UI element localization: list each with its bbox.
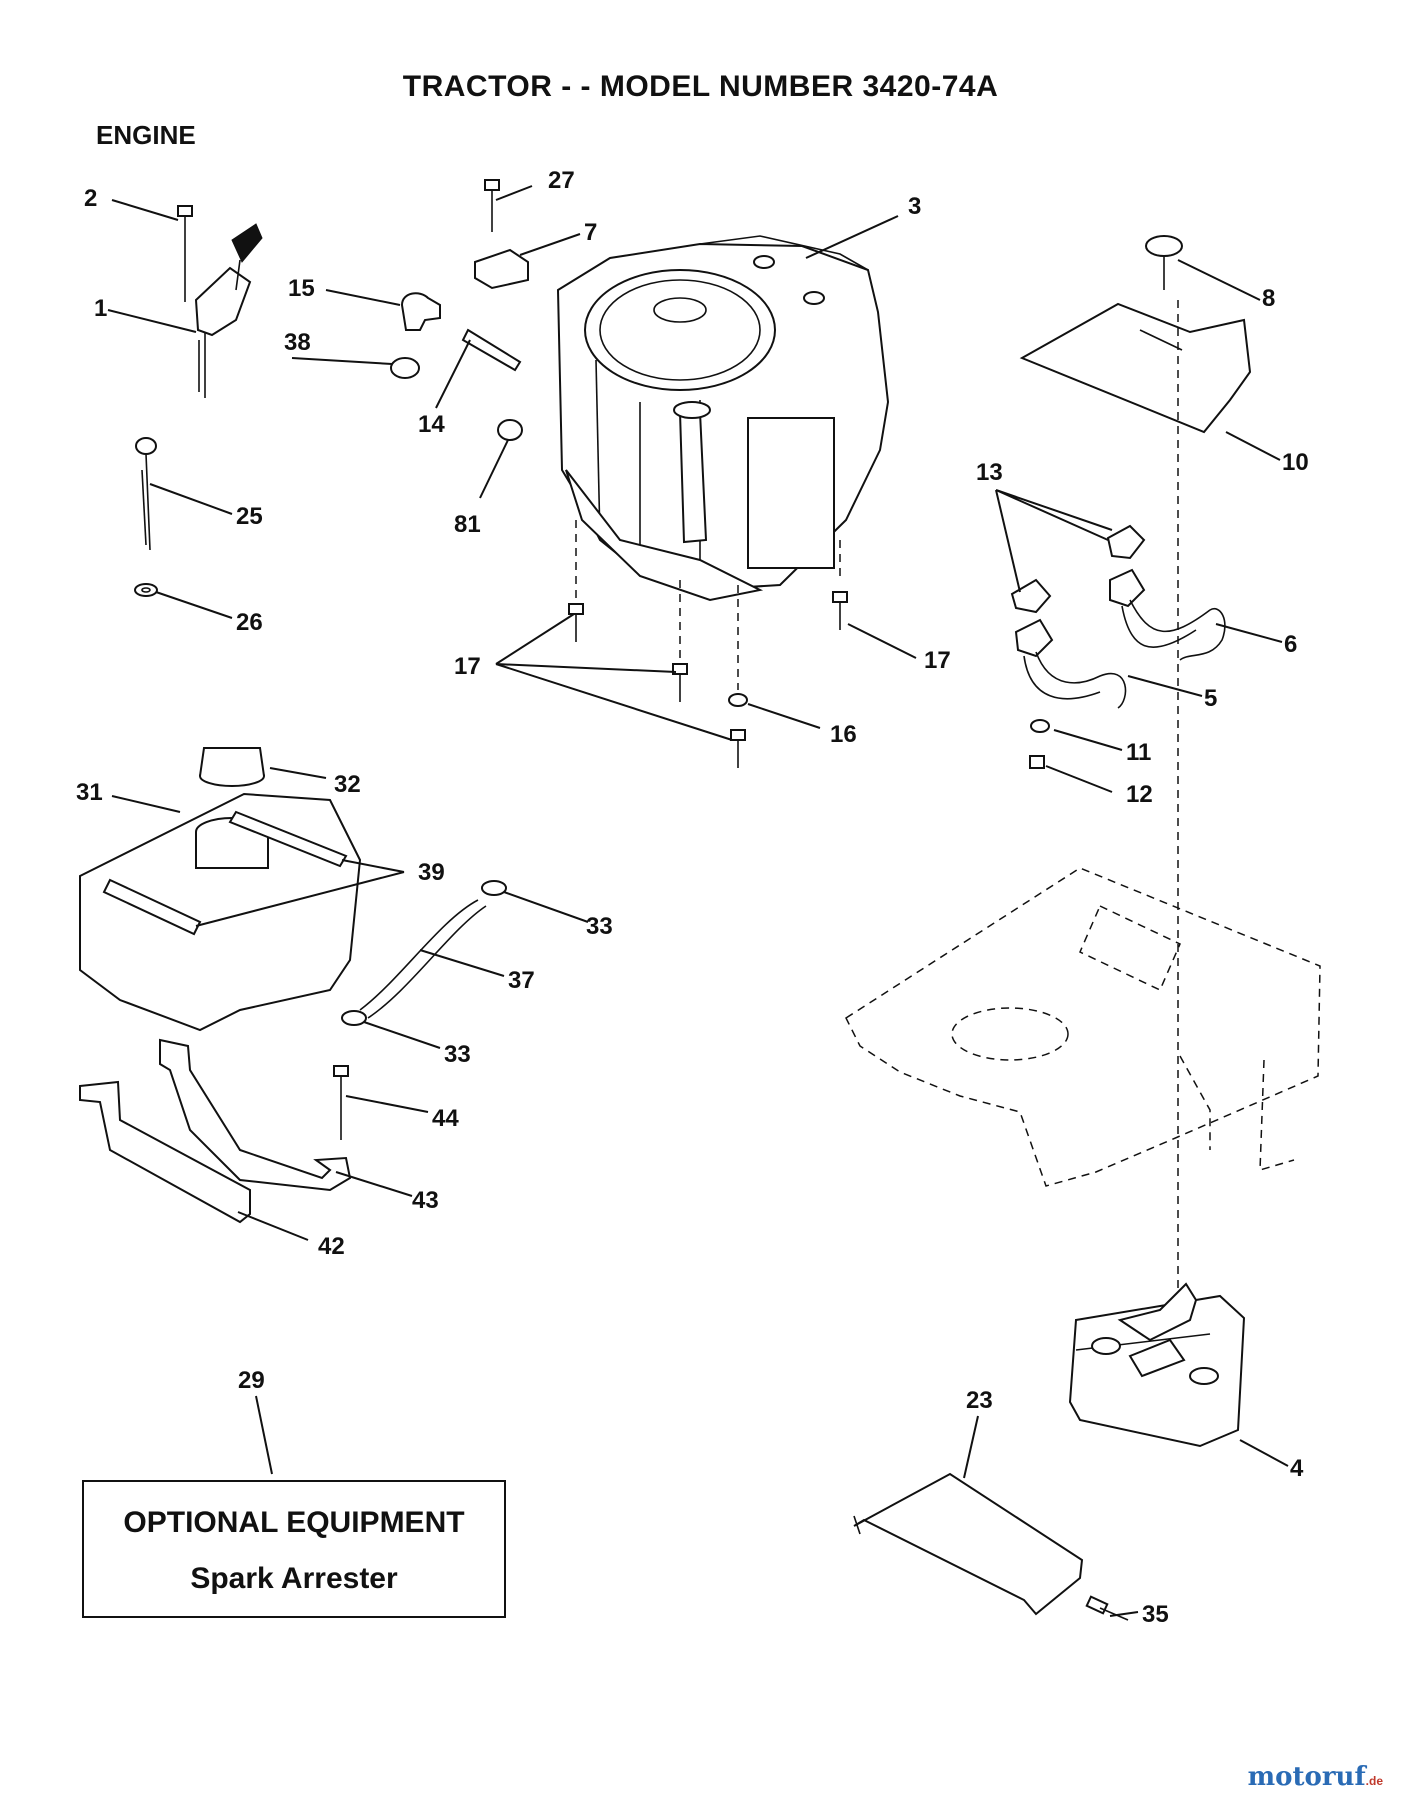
callout-27: 27 (548, 167, 575, 194)
optional-equipment-item: Spark Arrester (190, 1562, 398, 1595)
callout-25: 25 (236, 503, 263, 530)
callout-17a: 17 (924, 647, 951, 674)
section-heading: ENGINE (96, 120, 196, 150)
callout-4: 4 (1290, 1455, 1304, 1482)
callout-38: 38 (284, 329, 311, 356)
callout-3: 3 (908, 193, 921, 220)
heat-shield-part (1019, 235, 1252, 1300)
callout-10: 10 (1282, 449, 1309, 476)
callout-14: 14 (418, 411, 445, 438)
watermark-suffix: .de (1365, 1774, 1383, 1788)
optional-equipment-heading: OPTIONAL EQUIPMENT (123, 1506, 465, 1539)
muffler-guard-part (853, 1472, 1129, 1621)
fuel-fittings-part (390, 179, 529, 441)
muffler-part (1068, 1282, 1246, 1448)
callout-12: 12 (1126, 781, 1153, 808)
callout-11: 11 (1126, 739, 1151, 766)
tank-straps-part (79, 1038, 352, 1224)
diagram-title: TRACTOR - - MODEL NUMBER 3420-74A (402, 70, 999, 103)
callout-23: 23 (966, 1387, 993, 1414)
callout-8: 8 (1262, 285, 1275, 312)
tractor-frame-outline (845, 867, 1321, 1187)
watermark: motoruf.de (1248, 1762, 1383, 1792)
callout-26: 26 (236, 609, 263, 636)
callout-17b: 17 (454, 653, 481, 680)
throttle-control-part (177, 205, 263, 398)
callout-44: 44 (432, 1105, 459, 1132)
callout-29: 29 (238, 1367, 265, 1394)
callout-31: 31 (76, 779, 103, 806)
dipstick-part (134, 437, 158, 597)
callout-32: 32 (334, 771, 361, 798)
callout-13: 13 (976, 459, 1003, 486)
callout-37: 37 (508, 967, 535, 994)
optional-equipment-box: OPTIONAL EQUIPMENT Spark Arrester (82, 1480, 506, 1618)
callout-15: 15 (288, 275, 315, 302)
callout-6: 6 (1284, 631, 1297, 658)
callout-1: 1 (94, 295, 107, 322)
callout-labels: 1 2 3 4 5 6 7 8 10 11 12 13 14 15 16 17 … (76, 167, 1309, 1628)
callout-43: 43 (412, 1187, 439, 1214)
callout-16: 16 (830, 721, 857, 748)
watermark-text: motoruf (1247, 1762, 1366, 1792)
callout-5: 5 (1204, 685, 1217, 712)
callout-35: 35 (1142, 1601, 1169, 1628)
callout-leaders (107, 185, 1289, 1617)
callout-7: 7 (584, 219, 597, 246)
fuel-tank-part (79, 747, 362, 1032)
callout-81: 81 (454, 511, 481, 538)
fuel-line-part (341, 880, 507, 1026)
callout-42: 42 (318, 1233, 345, 1260)
exhaust-pipes-part (1010, 524, 1226, 769)
callout-2: 2 (84, 185, 97, 212)
callout-39: 39 (418, 859, 445, 886)
callout-33b: 33 (444, 1041, 471, 1068)
engine-mounting-bolts-part (568, 520, 848, 768)
engine-part (556, 235, 890, 602)
callout-33a: 33 (586, 913, 613, 940)
